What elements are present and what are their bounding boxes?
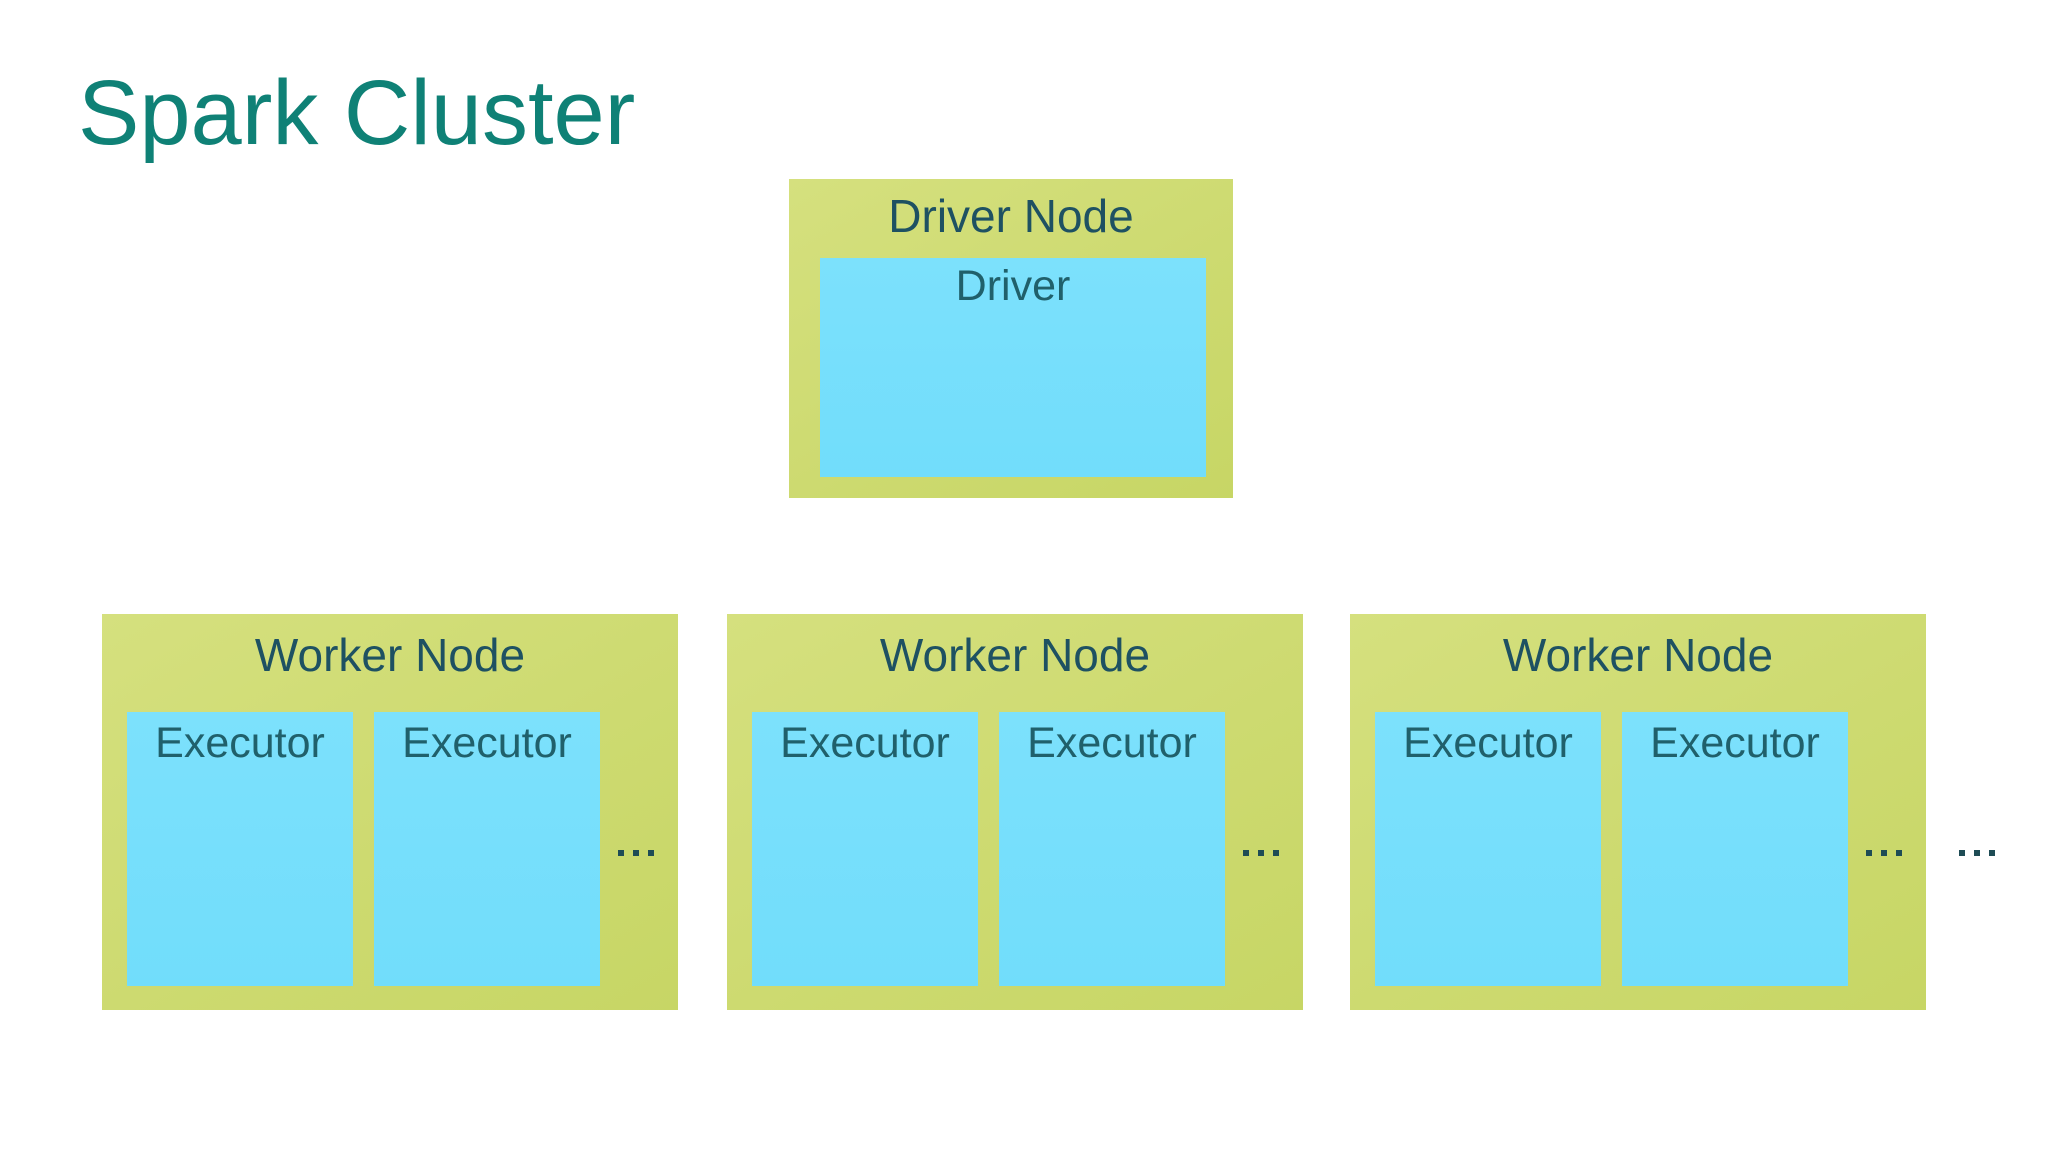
executor-box: Executor [374,712,600,986]
executor-label: Executor [155,719,325,767]
executor-box: Executor [1375,712,1601,986]
page-title: Spark Cluster [78,62,636,164]
executor-label: Executor [1403,719,1573,767]
worker-node-box-1: Worker Node Executor Executor ... [102,614,678,1010]
executor-row: Executor Executor [127,712,600,986]
executor-label: Executor [402,719,572,767]
worker-node-title: Worker Node [1502,629,1774,681]
more-executors-ellipsis-icon: ... [1866,850,1902,856]
more-executors-ellipsis-icon: ... [618,850,654,856]
executor-row: Executor Executor [1375,712,1848,986]
executor-box: Executor [127,712,353,986]
executor-row: Executor Executor [752,712,1225,986]
more-workers-ellipsis-icon: ... [1959,850,1995,856]
worker-node-box-2: Worker Node Executor Executor ... [727,614,1303,1010]
more-executors-ellipsis-icon: ... [1243,850,1279,856]
executor-label: Executor [780,719,950,767]
executor-label: Executor [1027,719,1197,767]
executor-box: Executor [1622,712,1848,986]
driver-box: Driver [820,258,1206,477]
driver-box-label: Driver [955,262,1071,310]
executor-box: Executor [752,712,978,986]
worker-node-title: Worker Node [879,629,1151,681]
driver-node-title: Driver Node [888,190,1134,242]
worker-node-title: Worker Node [254,629,526,681]
driver-node-box: Driver Node Driver [789,179,1233,498]
worker-node-box-3: Worker Node Executor Executor ... [1350,614,1926,1010]
executor-box: Executor [999,712,1225,986]
executor-label: Executor [1650,719,1820,767]
